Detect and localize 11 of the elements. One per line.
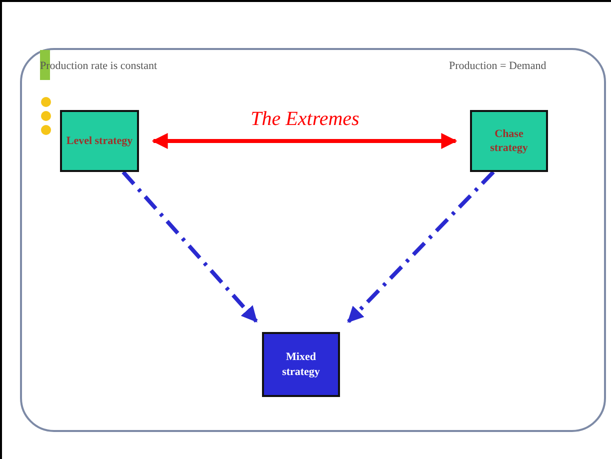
box-label: Level strategy (65, 134, 134, 148)
strategy-box (262, 332, 340, 397)
arrow (347, 170, 495, 324)
box-label: Mixed strategy (281, 350, 321, 379)
strategy-box (60, 110, 139, 172)
arrow (152, 133, 458, 149)
edge-label: The Extremes (250, 108, 360, 131)
note-text: Production = Demand (449, 60, 546, 72)
arrow (122, 170, 258, 323)
box-label: Chase strategy (489, 126, 529, 156)
strategy-box (470, 110, 548, 172)
